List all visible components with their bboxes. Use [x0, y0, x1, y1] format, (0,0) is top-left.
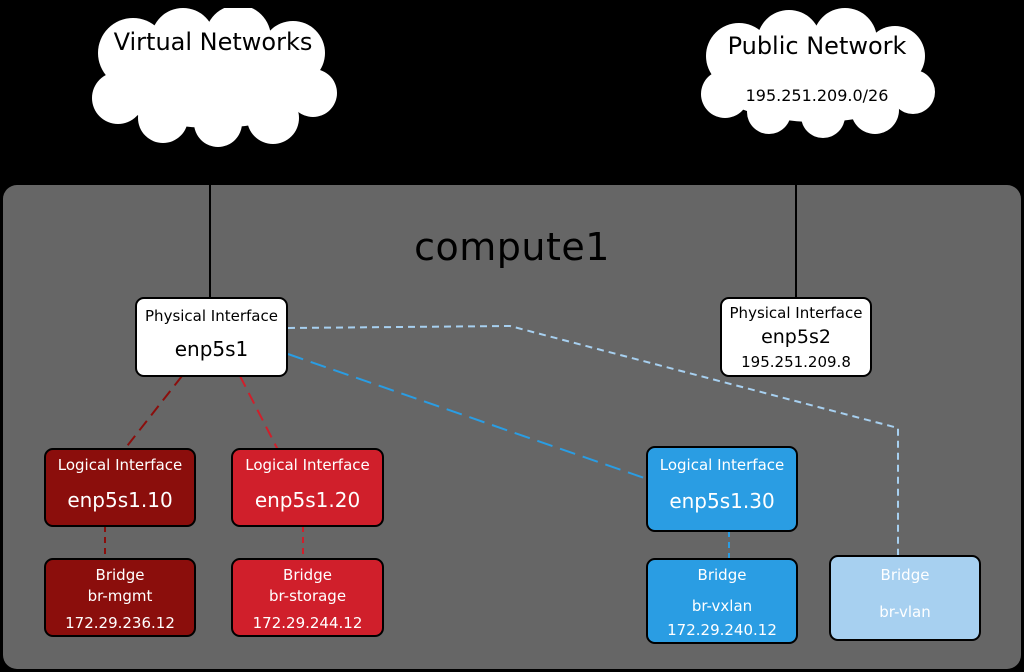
- logical-interface-label: Logical Interface: [57, 456, 183, 474]
- physical-interface-name: enp5s2: [761, 326, 831, 348]
- physical-interface-enp5s1: Physical Interface enp5s1: [135, 297, 288, 377]
- logical-interface-enp5s1-20: Logical Interface enp5s1.20: [231, 448, 384, 527]
- link-enp5s1-to-vlan10: [123, 375, 183, 451]
- link-enp5s1-to-vlan30: [287, 353, 651, 481]
- bridge-ip: 172.29.236.12: [65, 614, 175, 632]
- bridge-label: Bridge: [283, 566, 332, 584]
- cloud-shape: [92, 8, 337, 147]
- logical-interface-enp5s1-10: Logical Interface enp5s1.10: [44, 448, 196, 527]
- virtual-networks-cloud: Virtual Networks: [88, 8, 338, 148]
- bridge-label: Bridge: [95, 566, 145, 584]
- cloud-shape: [701, 8, 935, 138]
- bridge-ip: 172.29.240.12: [667, 621, 777, 639]
- bridge-br-mgmt: Bridge br-mgmt 172.29.236.12: [44, 558, 196, 637]
- bridge-name: br-vlan: [879, 603, 931, 621]
- public-network-subnet: 195.251.209.0/26: [745, 86, 889, 105]
- link-enp5s1-to-vlan20: [239, 375, 279, 451]
- logical-interface-enp5s1-30: Logical Interface enp5s1.30: [646, 446, 798, 532]
- bridge-name: br-mgmt: [87, 587, 153, 605]
- public-network-title: Public Network: [727, 32, 907, 60]
- physical-interface-label: Physical Interface: [145, 307, 278, 325]
- bridge-label: Bridge: [880, 566, 930, 584]
- logical-interface-name: enp5s1.30: [669, 489, 775, 513]
- physical-interface-name: enp5s1: [174, 337, 249, 361]
- bridge-label: Bridge: [697, 566, 747, 584]
- physical-interface-label: Physical Interface: [729, 304, 863, 322]
- logical-interface-label: Logical Interface: [659, 456, 785, 474]
- bridge-ip: 172.29.244.12: [252, 614, 363, 632]
- logical-interface-name: enp5s1.20: [254, 488, 361, 512]
- bridge-name: br-storage: [268, 587, 347, 605]
- host-name: compute1: [414, 225, 610, 269]
- logical-interface-label: Logical Interface: [245, 456, 370, 474]
- logical-interface-name: enp5s1.10: [67, 488, 173, 512]
- bridge-br-storage: Bridge br-storage 172.29.244.12: [231, 558, 384, 637]
- physical-interface-enp5s2: Physical Interface enp5s2 195.251.209.8: [720, 297, 872, 377]
- virtual-networks-title: Virtual Networks: [113, 28, 313, 56]
- physical-interface-ip: 195.251.209.8: [741, 353, 851, 371]
- bridge-br-vlan: Bridge br-vlan: [829, 555, 981, 641]
- bridge-br-vxlan: Bridge br-vxlan 172.29.240.12: [646, 558, 798, 644]
- bridge-name: br-vxlan: [691, 597, 753, 615]
- public-network-cloud: Public Network 195.251.209.0/26: [697, 8, 937, 138]
- link-enp5s1-to-br-vlan: [287, 324, 899, 556]
